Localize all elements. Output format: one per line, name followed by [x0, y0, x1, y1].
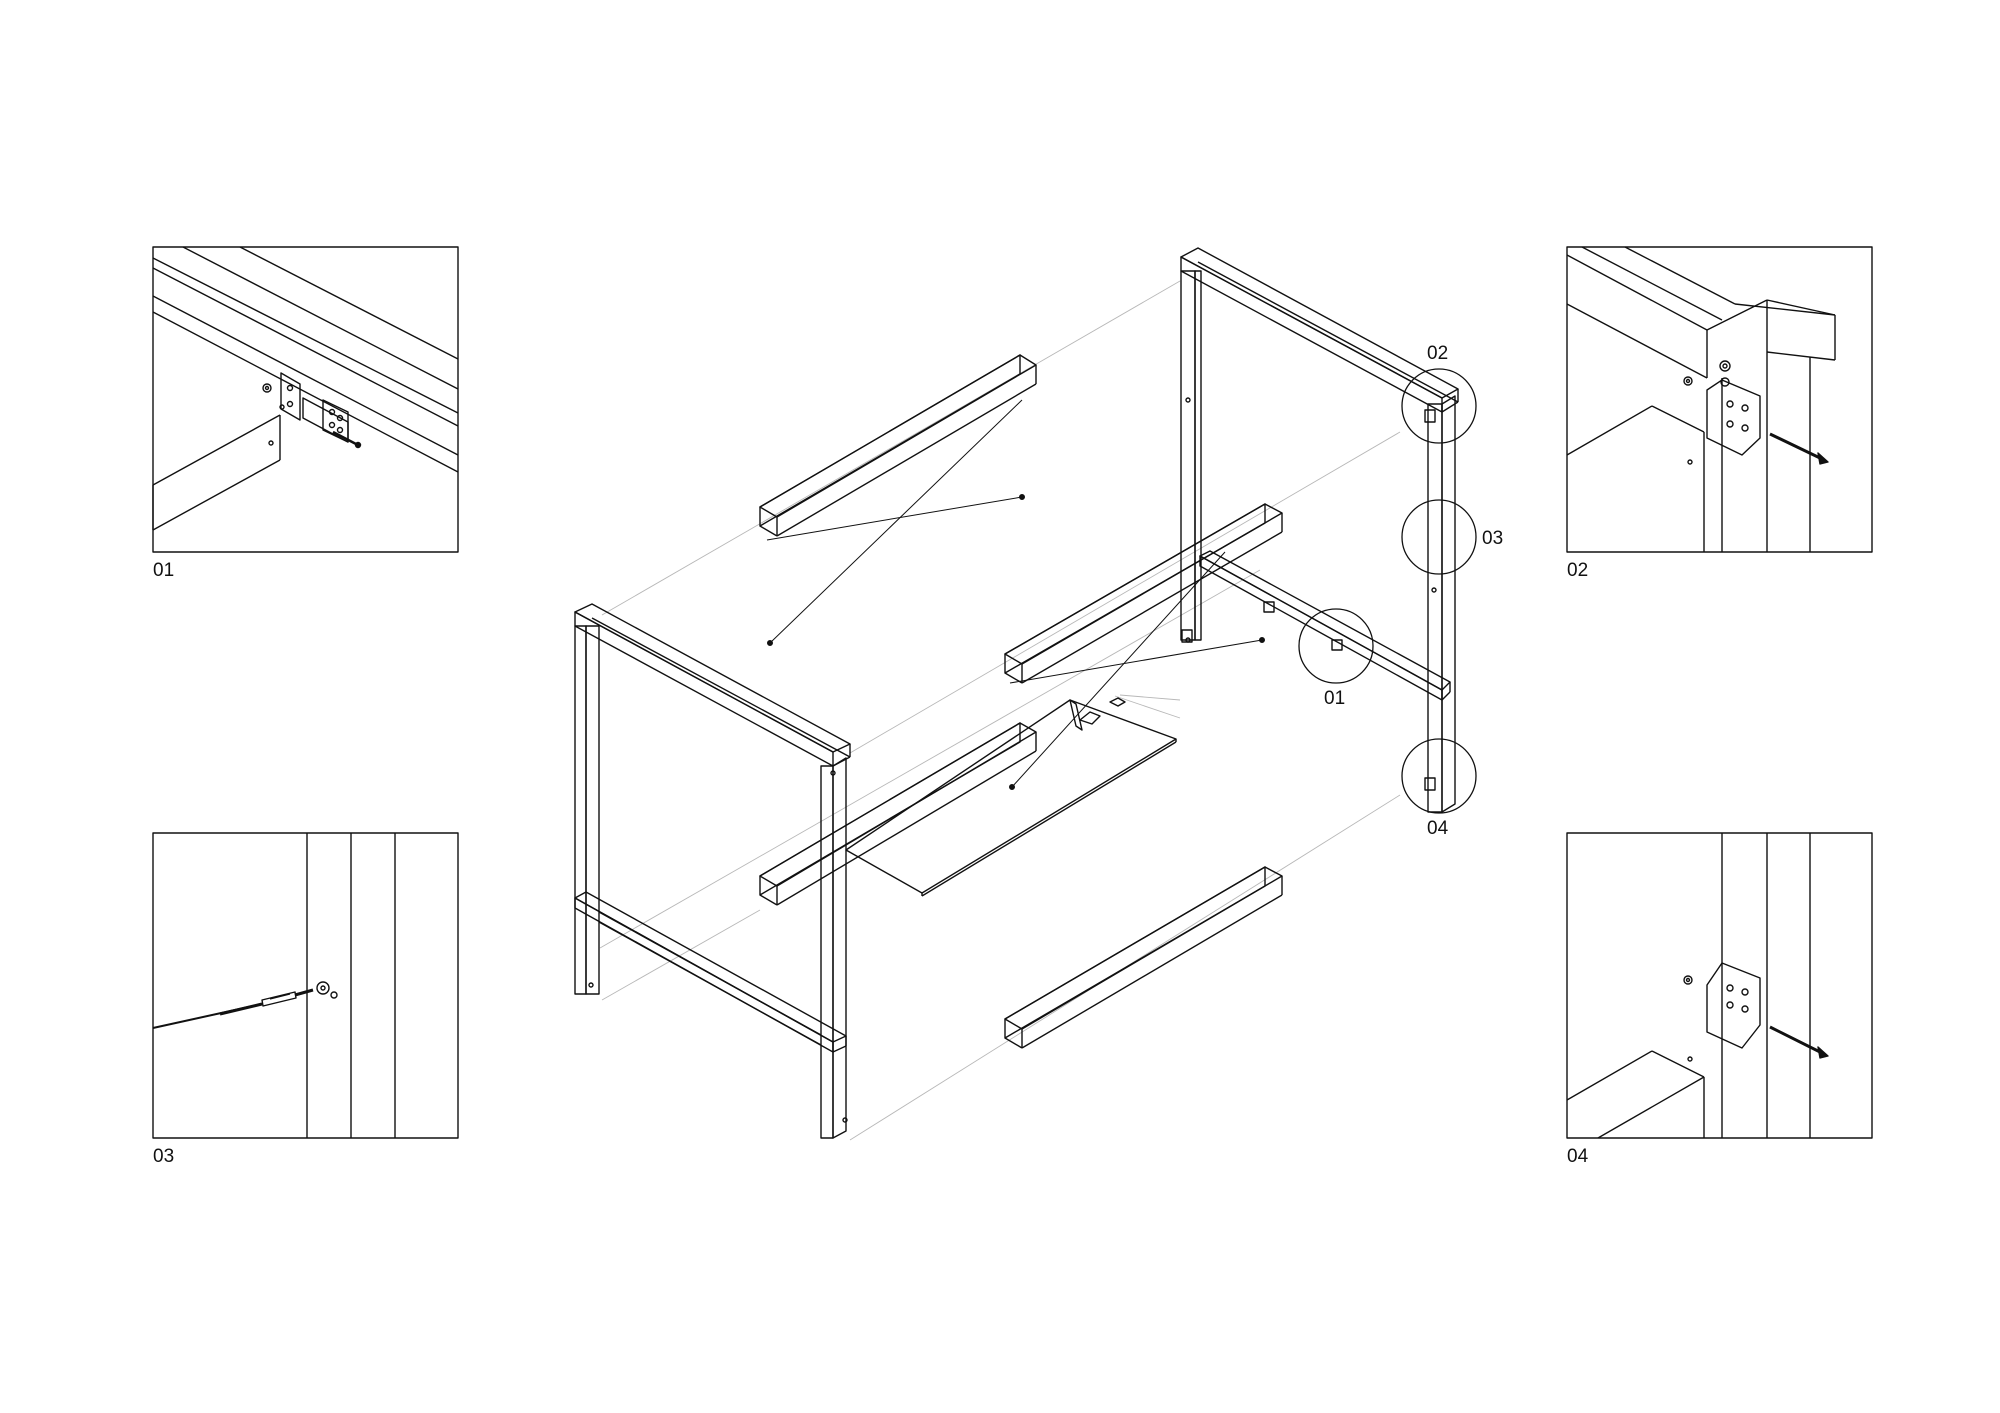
back-frame: [1180, 247, 1459, 813]
detail-03-turnbuckle: [152, 981, 338, 1029]
detail-04: [1566, 832, 1873, 1139]
detail-03: [152, 832, 459, 1139]
callout-circle-04: [1401, 738, 1477, 814]
detail-label-02: 02: [1567, 560, 1589, 581]
detail-label-04: 04: [1567, 1146, 1589, 1167]
beam-bottom: [1004, 866, 1283, 1049]
detail-label-01: 01: [153, 560, 175, 581]
callout-circle-02: [1401, 368, 1477, 444]
front-frame: [574, 603, 851, 1139]
detail-04-bracket: [1683, 962, 1829, 1062]
detail-03-frame: [152, 832, 459, 1139]
callout-label-02: 02: [1427, 343, 1449, 364]
detail-01-frame: [152, 246, 459, 553]
callout-circle-03: [1401, 499, 1477, 575]
detail-02: [1566, 246, 1873, 553]
detail-02-post: [1566, 246, 1836, 552]
exploded-assembly: [574, 247, 1477, 1141]
back-frame-brackets: [1181, 409, 1436, 791]
beam-middle: [1004, 503, 1283, 684]
tension-cables: [766, 399, 1265, 790]
detail-02-frame: [1566, 246, 1873, 553]
callout-label-04: 04: [1427, 818, 1449, 839]
detail-label-03: 03: [153, 1146, 175, 1167]
callout-circle-01: [1298, 608, 1374, 684]
explosion-guides: [599, 280, 1401, 1141]
callout-label-03: 03: [1482, 528, 1504, 549]
beam-top: [759, 354, 1037, 537]
shelf-board: [845, 697, 1177, 897]
detail-02-bracket: [1683, 360, 1829, 465]
detail-01-bracket: [262, 372, 362, 449]
detail-01-beams: [152, 246, 459, 531]
detail-01: [152, 246, 459, 553]
callout-label-01: 01: [1324, 688, 1346, 709]
beam-lower: [759, 722, 1037, 906]
detail-04-frame: [1566, 832, 1873, 1139]
callout-circles: [1298, 368, 1477, 814]
